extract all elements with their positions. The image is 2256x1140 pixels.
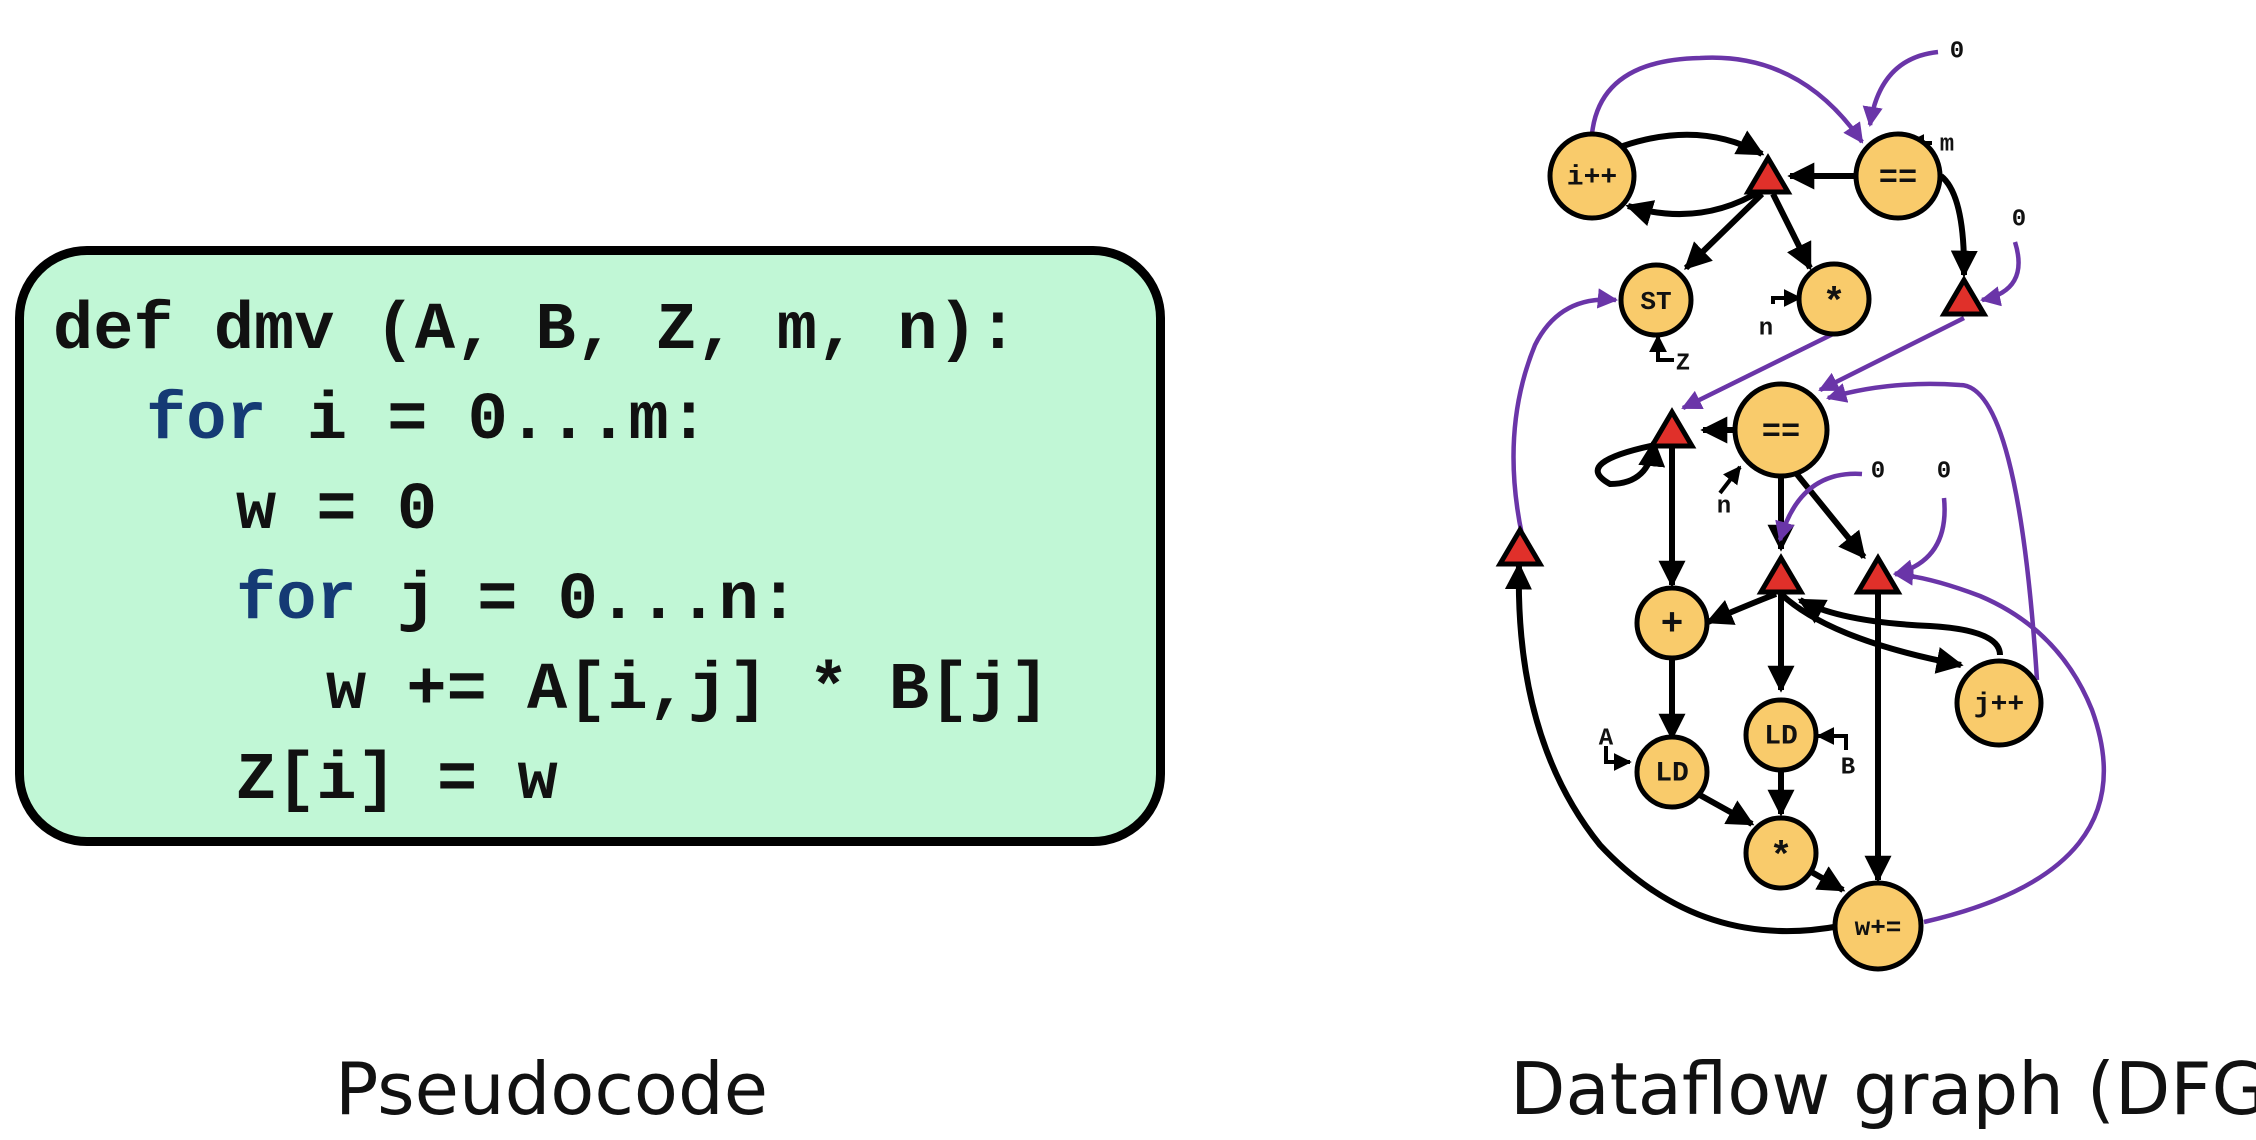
node-labels: i++ == ST * == + j++ LD LD * w+= (1567, 160, 2024, 944)
node-store (1618, 262, 1694, 338)
input-zero-label: 0 (1950, 39, 1964, 66)
edge-eq-m-to-steer-2 (1938, 173, 1978, 278)
inner-loop-range: j = 0...n: (356, 563, 799, 639)
node-load-a-label: LD (1655, 759, 1689, 790)
steer-triangle (1743, 153, 1793, 195)
edge-mul-to-acc (1806, 866, 1846, 893)
input-labels: 0 m 0 n Z n 0 0 A B (1599, 39, 2026, 782)
node-add-label: + (1661, 604, 1684, 647)
node-i-inc-label: i++ (1567, 163, 1617, 194)
node-w-acc (1832, 880, 1924, 972)
input-a-arrow (1604, 746, 1632, 771)
input-zero-label: 0 (2012, 207, 2026, 234)
pseudocode-box (15, 246, 1165, 846)
edge-steer-to-i-inc (1625, 187, 1764, 227)
edge-steer-to-add-2 (1705, 591, 1778, 625)
node-j-inc-label: j++ (1974, 690, 2024, 721)
edge-zero-to-eq-m (1862, 49, 1939, 128)
edge-mul-to-steer (1681, 331, 1834, 411)
edge-eq-n-to-steer-w (1784, 460, 1867, 560)
keyword-for: for (236, 563, 357, 639)
node-j-inc (1954, 658, 2044, 748)
node-store-label: ST (1640, 287, 1671, 317)
operation-nodes (1547, 131, 2044, 972)
node-load-b (1743, 697, 1819, 773)
edge-j-inc-to-eq-n (1826, 381, 2040, 681)
control-edges (1511, 49, 2107, 925)
node-mul-outer (1796, 261, 1872, 337)
input-b-label: B (1841, 755, 1855, 782)
steer-triangle (1853, 553, 1903, 595)
node-eq-m-label: == (1879, 160, 1917, 197)
steer-nodes (1495, 153, 1989, 595)
node-w-acc-label: w+= (1855, 913, 1902, 943)
code-line-accumulate: w += A[i,j] * B[j] (326, 653, 1050, 729)
input-b-arrow (1816, 727, 1848, 750)
edge-i-inc-to-eq-m (1589, 55, 1864, 144)
code-line-store: Z[i] = w (236, 743, 558, 819)
node-add (1634, 585, 1710, 661)
steer-triangle (1939, 275, 1989, 317)
node-i-inc (1547, 131, 1637, 221)
node-load-a (1634, 734, 1710, 810)
edge-acc-to-steer (1504, 562, 1841, 935)
code-line-signature: def dmv (A, B, Z, m, n): (53, 293, 1018, 369)
node-eq-n (1732, 381, 1830, 479)
node-mul-inner-label: * (1770, 837, 1793, 880)
node-mul-outer-label: * (1823, 283, 1846, 326)
pseudocode-caption: Pseudocode (335, 1047, 768, 1131)
edge-steer-loop (1594, 439, 1666, 488)
input-n-outer-arrow (1771, 289, 1802, 307)
node-load-b-label: LD (1764, 722, 1798, 753)
outer-loop-range: i = 0...m: (266, 383, 709, 459)
edge-zero-to-steer-w (1893, 497, 1947, 580)
input-a-label: A (1599, 726, 1614, 753)
edge-zero-to-steer-j (1775, 471, 1863, 542)
edge-load-a-to-mul (1696, 791, 1755, 827)
edge-i-inc-to-steer (1622, 130, 1765, 157)
input-m-label: m (1940, 132, 1954, 159)
edge-steer-to-eq-n (1818, 315, 1966, 393)
edge-steer-to-store (1511, 288, 1619, 536)
dfg-caption: Dataflow graph (DFG) (1510, 1047, 2256, 1131)
data-edges (1504, 130, 2003, 935)
input-n-label: n (1759, 316, 1773, 343)
code-line-inner-loop: for j = 0...n: (236, 568, 799, 635)
node-eq-m (1853, 131, 1943, 221)
input-zero-label: 0 (1937, 459, 1951, 486)
steer-triangle (1495, 525, 1545, 567)
edge-acc-to-steer-w (1892, 565, 2107, 925)
input-n-inner-arrow (1718, 465, 1742, 495)
node-eq-n-label: == (1762, 414, 1800, 451)
node-mul-inner (1743, 815, 1819, 891)
edge-j-inc-to-steer (1797, 597, 2003, 656)
code-line-outer-loop: for i = 0...m: (146, 388, 709, 455)
keyword-for: for (146, 383, 267, 459)
edge-zero-to-steer (1980, 241, 2021, 307)
code-line-init-w: w = 0 (236, 473, 438, 549)
edge-steer-to-mul (1770, 192, 1813, 271)
input-z-arrow (1649, 334, 1674, 362)
input-z-label: Z (1676, 351, 1690, 378)
edge-steer-to-store (1683, 191, 1765, 271)
steer-triangle (1756, 553, 1806, 595)
edge-steer-to-j-inc (1778, 591, 1964, 674)
input-zero-label: 0 (1871, 459, 1885, 486)
input-n-label: n (1717, 494, 1731, 521)
steer-triangle (1647, 407, 1697, 449)
